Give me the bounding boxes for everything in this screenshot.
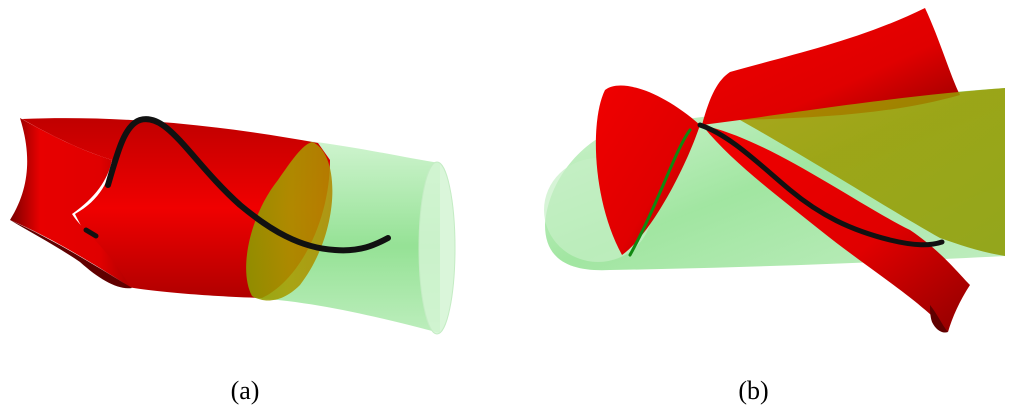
panel-b-illustration: [544, 8, 1005, 333]
red-surface-upper-sheet: [702, 8, 960, 125]
red-surface-dark-tip: [930, 305, 948, 333]
figure-panel-b: (b): [490, 0, 1017, 415]
caption-a: (a): [230, 376, 260, 405]
black-curve-tail: [83, 227, 99, 239]
black-curve: [697, 122, 945, 248]
overlap-region: [740, 88, 1005, 256]
red-surface-dark-fold: [10, 220, 132, 289]
red-surface-left-leaf: [595, 85, 700, 255]
overlap-region: [246, 142, 333, 301]
green-cylinder-end-cap: [418, 161, 456, 335]
green-curve-segment: [628, 128, 692, 257]
black-curve: [105, 116, 391, 254]
red-surface-diagonal-blade: [702, 125, 970, 332]
caption-b: (b): [738, 376, 769, 405]
figure-panel-a: (a): [0, 0, 490, 415]
red-surface-left-flare: [10, 118, 130, 287]
panel-a-illustration: [10, 116, 456, 335]
